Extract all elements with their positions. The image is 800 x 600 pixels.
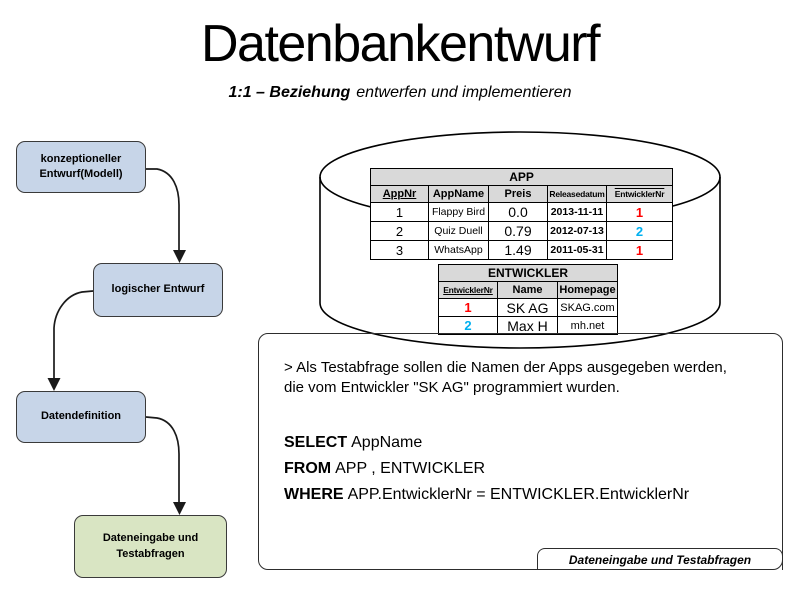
flow-step-label: Dateneingabe und Testabfragen — [102, 532, 199, 560]
app-col-appname: AppName — [428, 185, 489, 203]
arrowhead-icon — [173, 250, 186, 263]
sql-keyword: SELECT — [284, 434, 348, 451]
sql-text: AppName — [351, 434, 423, 451]
arrowhead-icon — [173, 502, 186, 515]
cell-entwicklernr: 2 — [438, 316, 498, 335]
sql-text: APP.EntwicklerNr = ENTWICKLER.Entwickler… — [347, 486, 690, 503]
table-row: 1 SK AG SKAG.com — [438, 298, 618, 317]
connector-step2-step3 — [53, 290, 94, 379]
cell-preis: 1.49 — [488, 240, 548, 260]
cell-releasedatum: 2012-07-13 — [547, 221, 607, 241]
cell-entwicklernr: 2 — [605, 221, 674, 241]
subtitle-rest: entwerfen und implementieren — [356, 84, 572, 101]
cell-releasedatum: 2013-11-11 — [547, 202, 607, 222]
cell-name: SK AG — [497, 298, 558, 317]
table-row: 2 Quiz Duell 0.79 2012-07-13 2 — [370, 221, 674, 241]
ent-col-homepage: Homepage — [557, 281, 618, 299]
flow-step-label: logischer Entwurf — [111, 283, 205, 296]
page-title: Datenbankentwurf — [200, 15, 601, 73]
cell-appname: WhatsApp — [428, 240, 489, 260]
app-table: APP AppNr AppName Preis Releasedatum Ent… — [369, 168, 674, 260]
cell-homepage: mh.net — [557, 316, 618, 335]
cell-appnr: 1 — [370, 202, 429, 222]
cell-entwicklernr: 1 — [438, 298, 498, 317]
entwickler-table: ENTWICKLER EntwicklerNr Name Homepage 1 … — [438, 264, 618, 335]
sql-keyword: WHERE — [284, 486, 344, 503]
flow-step-datendefinition: Datendefinition — [16, 391, 146, 443]
footer-label-text: Dateneingabe und Testabfragen — [568, 552, 752, 567]
slide-footer-label: Dateneingabe und Testabfragen — [537, 548, 783, 570]
query-description: > Als Testabfrage sollen die Namen der A… — [284, 358, 767, 397]
app-col-preis: Preis — [488, 185, 548, 203]
entwickler-table-title: ENTWICKLER — [438, 264, 618, 282]
app-col-appnr: AppNr — [370, 185, 429, 203]
flow-step-dateneingabe: Dateneingabe und Testabfragen — [74, 515, 227, 578]
arrowhead-icons — [47, 250, 186, 515]
sql-text: APP , ENTWICKLER — [335, 460, 486, 477]
sql-keyword: FROM — [284, 460, 332, 477]
query-description-line: die vom Entwickler "SK AG" programmiert … — [284, 378, 620, 396]
flow-step-label: konzeptioneller Entwurf(Modell) — [39, 152, 123, 180]
connector-step3-step4 — [145, 416, 180, 503]
cell-entwicklernr: 1 — [605, 202, 674, 222]
subtitle-topic: 1:1 – Beziehung — [228, 84, 351, 101]
query-panel: > Als Testabfrage sollen die Namen der A… — [258, 333, 783, 570]
table-row: 3 WhatsApp 1.49 2011-05-31 1 — [370, 240, 674, 260]
query-description-line: > Als Testabfrage sollen die Namen der A… — [284, 359, 727, 376]
cell-appnr: 2 — [370, 221, 429, 241]
flow-step-label: Datendefinition — [40, 410, 122, 423]
cell-appname: Quiz Duell — [428, 221, 489, 241]
ent-col-entwicklernr: EntwicklerNr — [438, 281, 498, 299]
cell-appname: Flappy Bird — [428, 202, 489, 222]
cell-preis: 0.79 — [488, 221, 548, 241]
cell-preis: 0.0 — [488, 202, 548, 222]
app-col-entwicklernr: EntwicklerNr — [605, 185, 674, 203]
arrowhead-icon — [47, 378, 61, 391]
flow-step-logischer-entwurf: logischer Entwurf — [93, 263, 223, 317]
cell-homepage: SKAG.com — [557, 298, 618, 317]
flow-step-konzeptioneller-entwurf: konzeptioneller Entwurf(Modell) — [16, 141, 146, 193]
cell-entwicklernr: 1 — [605, 240, 674, 260]
table-row: 2 Max H mh.net — [438, 316, 618, 335]
cell-appnr: 3 — [370, 240, 429, 260]
app-table-title: APP — [369, 168, 674, 186]
table-row: 1 Flappy Bird 0.0 2013-11-11 1 — [370, 202, 674, 222]
app-col-releasedatum: Releasedatum — [547, 185, 607, 203]
flow-connector-lines — [53, 168, 180, 503]
connector-step1-step2 — [146, 168, 180, 251]
subtitle: 1:1 – Beziehung entwerfen und implementie… — [0, 84, 800, 102]
cell-name: Max H — [497, 316, 558, 335]
ent-col-name: Name — [497, 281, 558, 299]
cell-releasedatum: 2011-05-31 — [547, 240, 607, 260]
